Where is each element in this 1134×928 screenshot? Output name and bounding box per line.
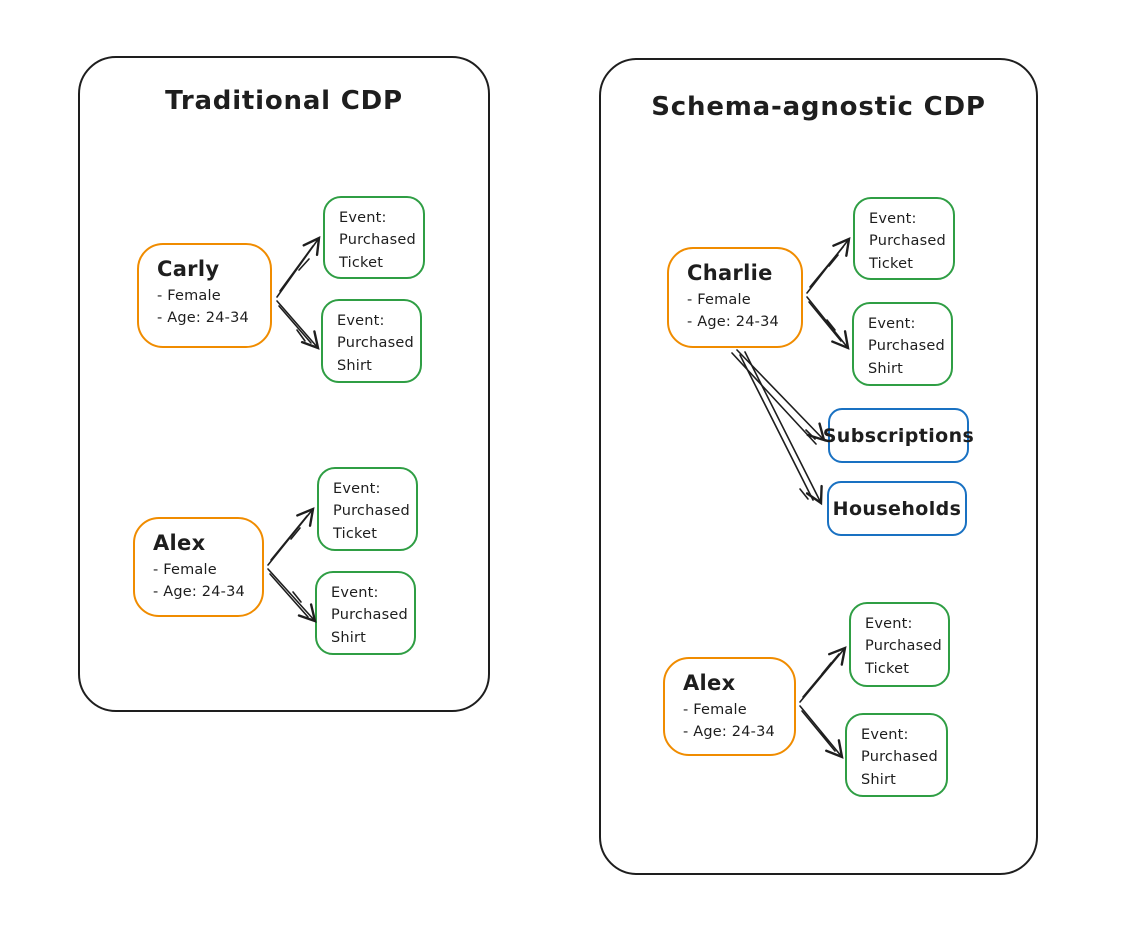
- profile-card-alex-right: Alex - Female - Age: 24-34: [663, 657, 796, 756]
- panel-title-traditional: Traditional CDP: [165, 86, 403, 116]
- profile-attributes: - Female - Age: 24-34: [157, 288, 249, 326]
- panel-schema-agnostic-cdp: Schema-agnostic CDP: [599, 58, 1038, 875]
- profile-card-carly: Carly - Female - Age: 24-34: [137, 243, 272, 348]
- profile-card-alex-left: Alex - Female - Age: 24-34: [133, 517, 264, 617]
- profile-name: Carly: [157, 257, 220, 281]
- profile-name: Alex: [153, 531, 206, 555]
- entity-card-households: Households: [827, 481, 967, 536]
- panel-traditional-cdp: Traditional CDP: [78, 56, 490, 712]
- profile-attributes: - Female - Age: 24-34: [153, 562, 245, 600]
- event-card-charlie-purchased-ticket: Event: Purchased Ticket: [853, 197, 955, 280]
- event-card-alex-left-purchased-ticket: Event: Purchased Ticket: [317, 467, 418, 551]
- profile-attributes: - Female - Age: 24-34: [687, 292, 779, 330]
- event-card-carly-purchased-ticket: Event: Purchased Ticket: [323, 196, 425, 279]
- event-card-carly-purchased-shirt: Event: Purchased Shirt: [321, 299, 422, 383]
- entity-card-subscriptions: Subscriptions: [823, 408, 974, 463]
- profile-name: Alex: [683, 671, 736, 695]
- event-card-charlie-purchased-shirt: Event: Purchased Shirt: [852, 302, 953, 386]
- profile-name: Charlie: [687, 261, 773, 285]
- panel-title-schema-agnostic: Schema-agnostic CDP: [651, 92, 986, 122]
- event-card-alex-left-purchased-shirt: Event: Purchased Shirt: [315, 571, 416, 655]
- profile-attributes: - Female - Age: 24-34: [683, 702, 775, 740]
- event-card-alex-right-purchased-shirt: Event: Purchased Shirt: [845, 713, 948, 797]
- profile-card-charlie: Charlie - Female - Age: 24-34: [667, 247, 803, 348]
- event-card-alex-right-purchased-ticket: Event: Purchased Ticket: [849, 602, 950, 687]
